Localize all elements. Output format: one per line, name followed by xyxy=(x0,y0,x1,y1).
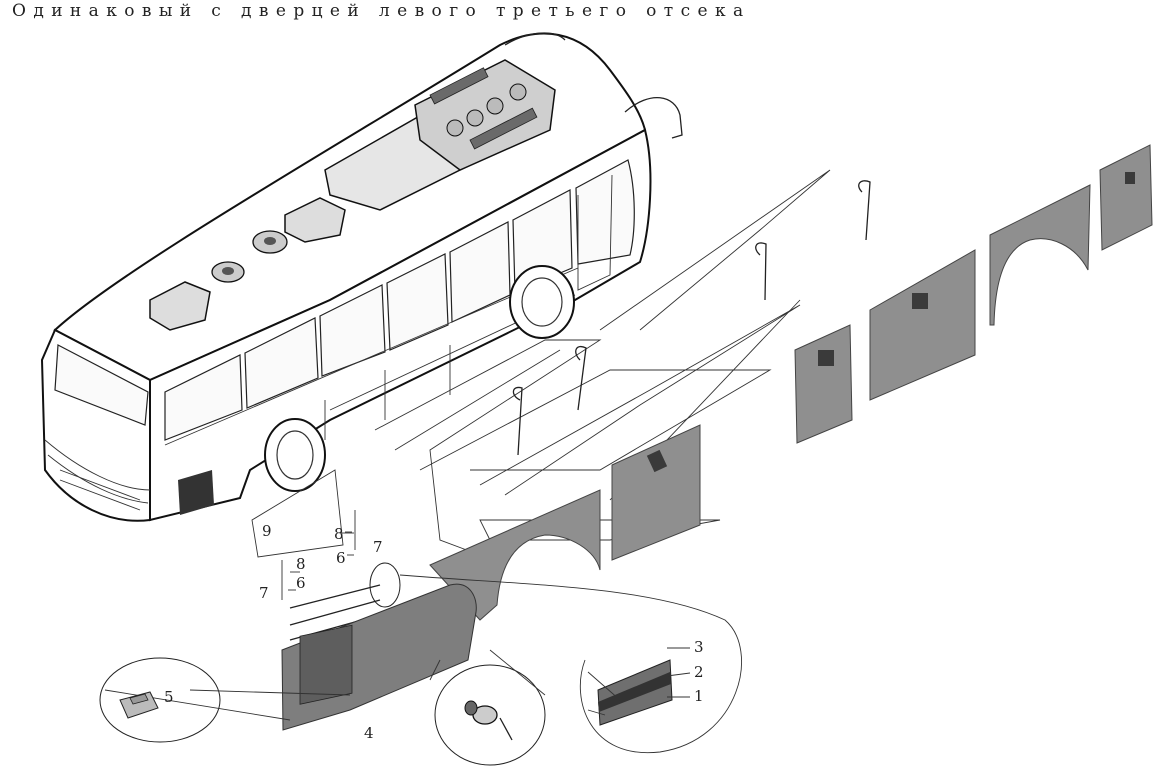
panel-wheel-arch-front xyxy=(429,489,601,621)
fasteners-6-7-8 xyxy=(281,510,356,600)
gasket-frame-9 xyxy=(251,469,344,558)
callout-4: 4 xyxy=(364,724,374,742)
hinge-part-5 xyxy=(119,691,159,719)
latch-rods xyxy=(512,180,871,456)
callout-1: 1 xyxy=(694,687,704,705)
panel-rear-end xyxy=(1099,144,1153,251)
compartment-door-4 xyxy=(281,583,477,731)
bus-illustration xyxy=(40,32,683,522)
callout-7-lower: 7 xyxy=(259,584,269,602)
callout-7-upper: 7 xyxy=(373,538,383,556)
panel-small-left xyxy=(794,324,853,444)
callout-6-lower: 6 xyxy=(296,574,306,592)
panel-large-square xyxy=(869,249,976,401)
callout-2: 2 xyxy=(694,663,704,681)
callout-3: 3 xyxy=(694,638,704,656)
callout-5: 5 xyxy=(164,688,174,706)
callout-9: 9 xyxy=(262,522,272,540)
callout-8-upper: 8 xyxy=(334,525,344,543)
diagram-title: Одинаковый с дверцей левого третьего отс… xyxy=(12,1,751,21)
callout-8-lower: 8 xyxy=(296,555,306,573)
panel-compartment-mid xyxy=(611,424,701,561)
callout-6-upper: 6 xyxy=(336,549,346,567)
panel-wheel-arch-rear xyxy=(989,184,1091,326)
side-panels-group xyxy=(429,144,1153,621)
panel-lock-recess xyxy=(646,449,668,473)
seal-section-detail xyxy=(587,659,673,726)
lock-cylinder xyxy=(464,700,513,741)
callout-labels: 9 8 7 6 8 6 7 5 4 3 2 1 xyxy=(164,522,704,742)
